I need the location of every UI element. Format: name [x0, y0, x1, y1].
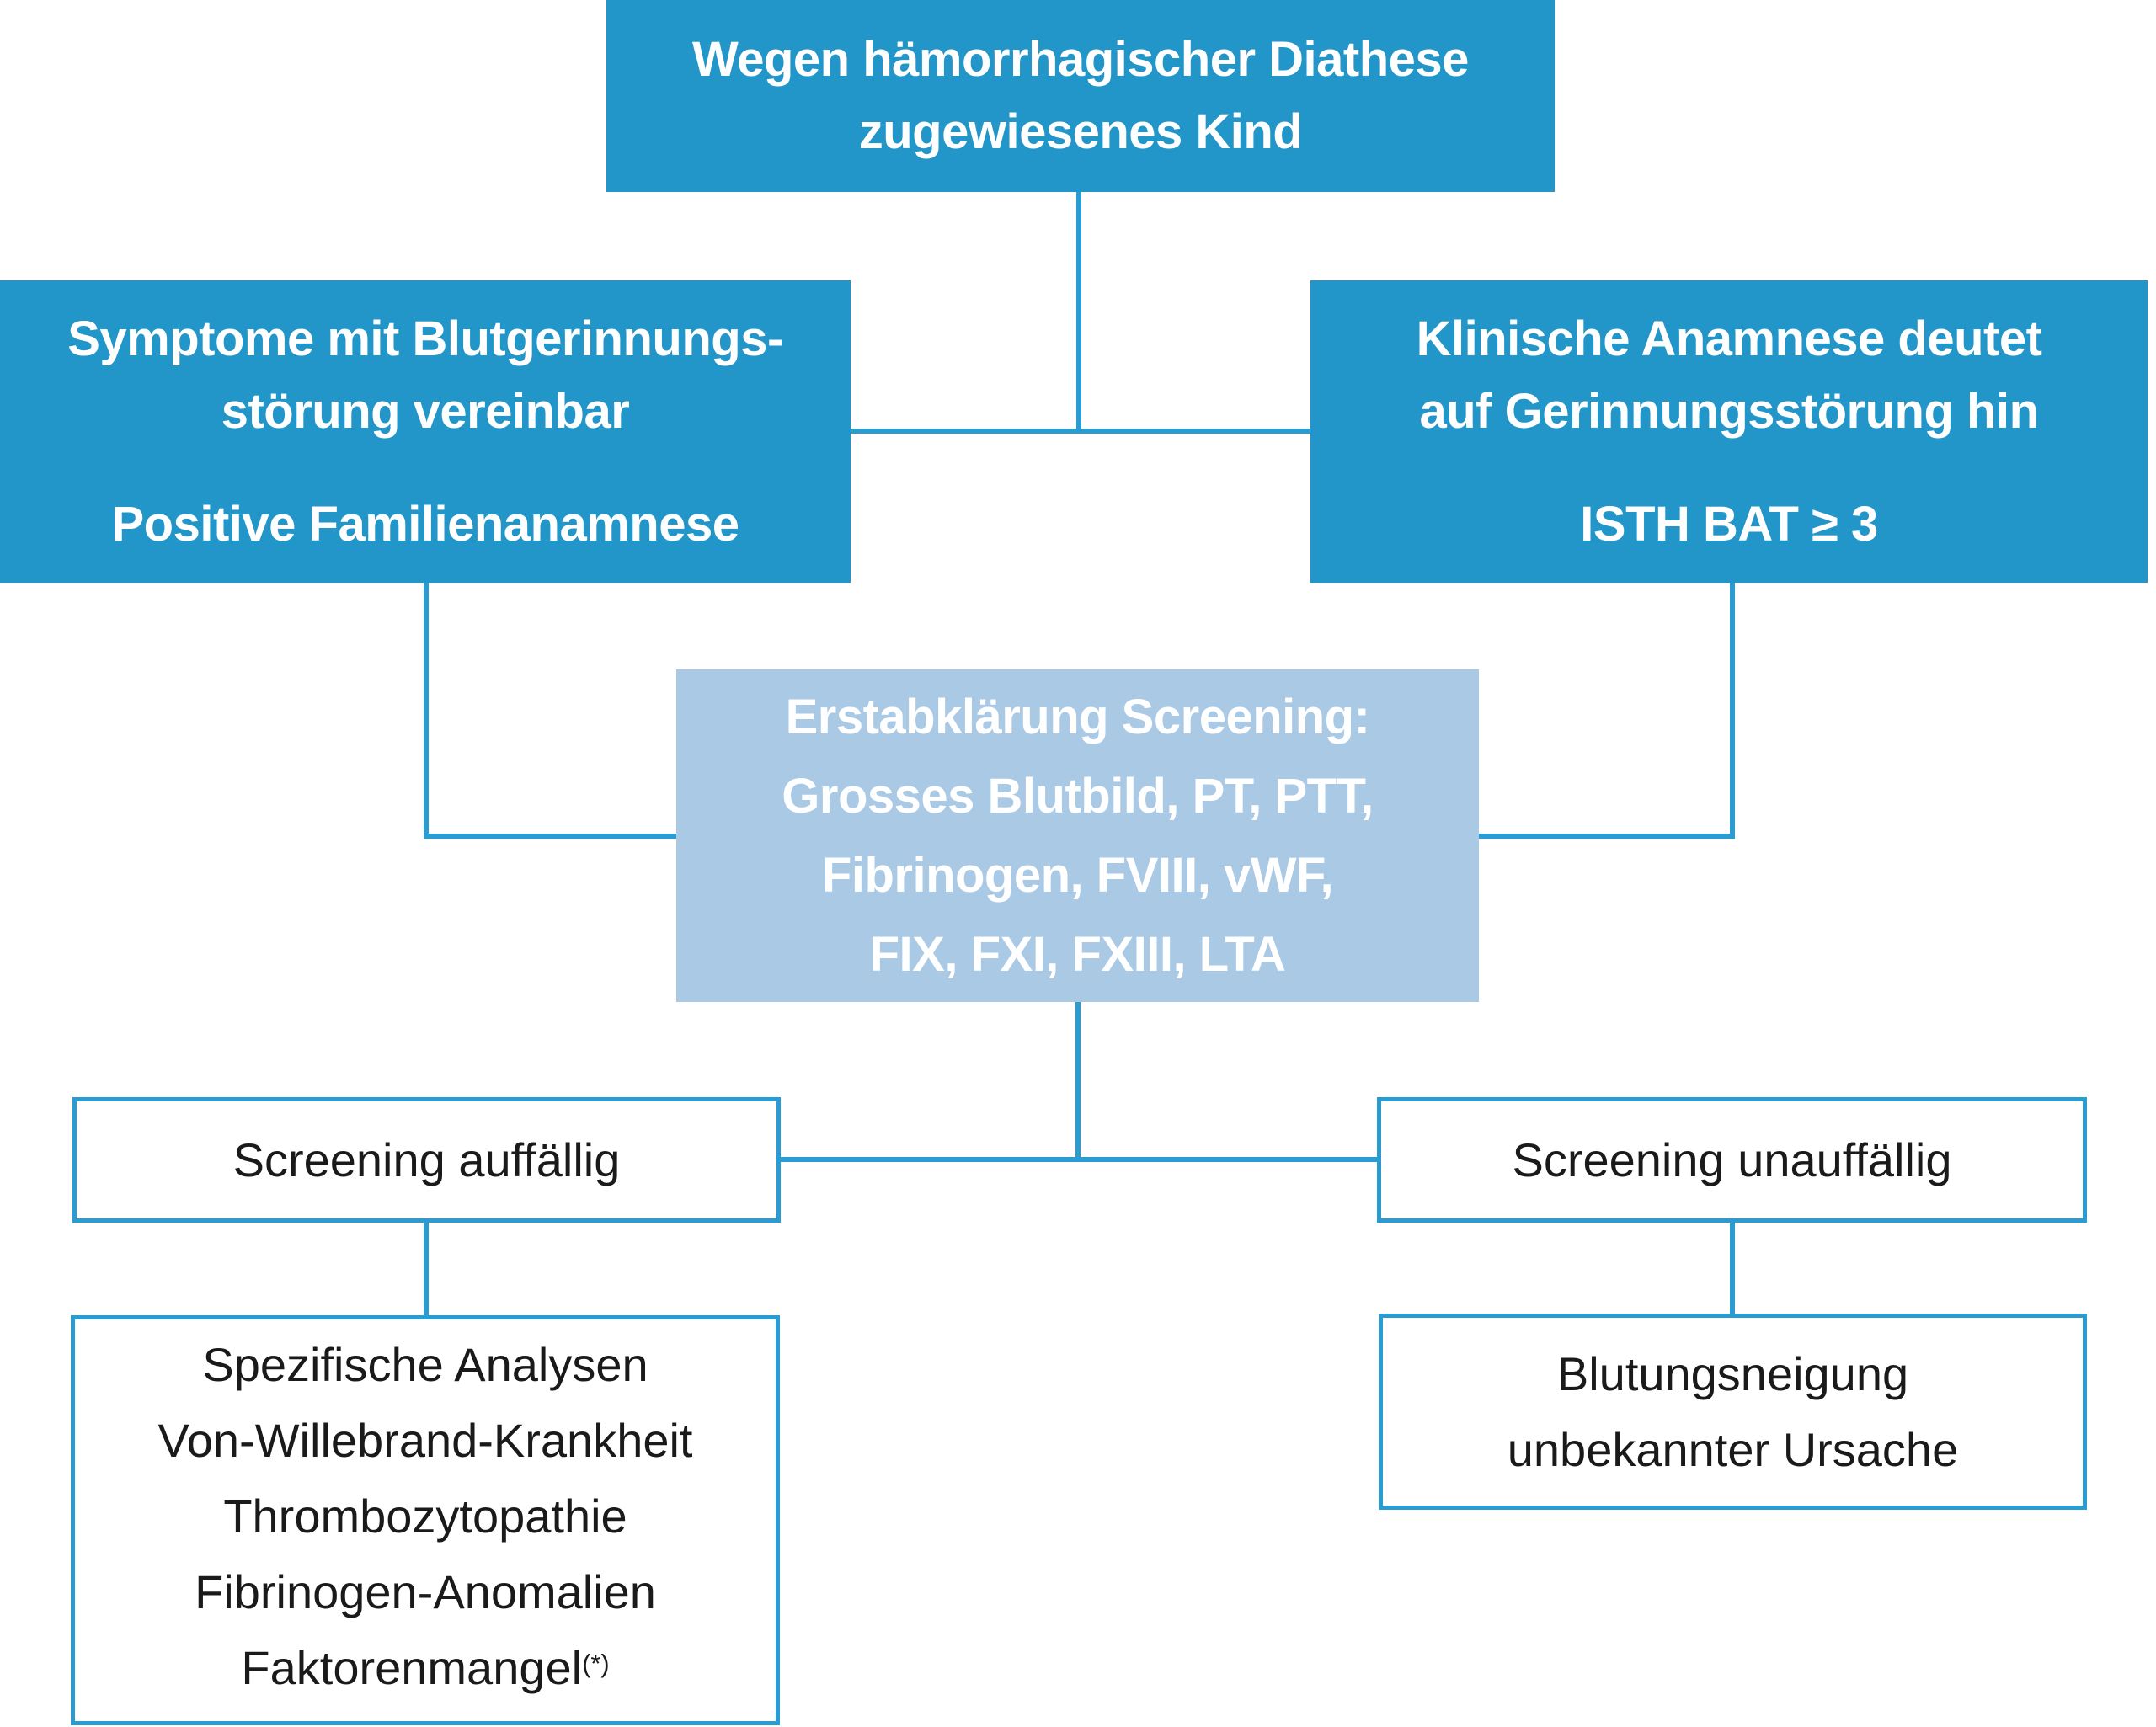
node-referred-child-line1: Wegen hämorrhagischer Diathese	[692, 32, 1469, 87]
node-screening-panel-line2: Grosses Blutbild, PT, PTT,	[782, 768, 1374, 824]
node-referred-child: Wegen hämorrhagischer Diathese zugewiese…	[606, 0, 1555, 192]
node-screening-abnormal-label: Screening auffällig	[232, 1133, 621, 1186]
node-specific-analyses-line2: Von-Willebrand-Krankheit	[157, 1414, 693, 1467]
node-clinical-history-line1: Klinische Anamnese deutet	[1416, 311, 2042, 366]
connector-abnormal-down	[424, 1222, 429, 1316]
node-referred-child-line2: zugewiesenes Kind	[858, 104, 1303, 159]
factor-deficiency-footnote-marker: (*)	[582, 1649, 610, 1679]
connector-history-down	[1730, 583, 1735, 838]
connector-symptoms-down	[424, 583, 429, 838]
node-unknown-cause-line1: Blutungsneigung	[1556, 1346, 1909, 1400]
node-specific-analyses-line5: Faktorenmangel(*)	[75, 1630, 776, 1714]
node-screening-panel-line3: Fibrinogen, FVIII, vWF,	[821, 847, 1334, 903]
connector-symptoms-to-screening	[424, 834, 676, 839]
node-screening-panel: Erstabklärung Screening: Grosses Blutbil…	[676, 669, 1479, 1002]
node-specific-analyses-line3: Thrombozytopathie	[223, 1490, 627, 1543]
node-screening-panel-line1: Erstabklärung Screening:	[785, 689, 1370, 744]
node-symptoms-line1: Symptome mit Blutgerinnungs-	[67, 311, 783, 366]
node-symptoms-line2: störung vereinbar	[221, 383, 630, 439]
node-screening-panel-line4: FIX, FXI, FXIII, LTA	[869, 926, 1286, 982]
node-screening-normal: Screening unauffällig	[1377, 1097, 2087, 1223]
node-unknown-cause-line2: unbekannter Ursache	[1507, 1422, 1959, 1476]
node-screening-normal-label: Screening unauffällig	[1512, 1133, 1952, 1186]
node-clinical-history: Klinische Anamnese deutet auf Gerinnungs…	[1310, 280, 2148, 583]
node-screening-abnormal: Screening auffällig	[72, 1097, 781, 1223]
node-specific-analyses: Spezifische Analysen Von-Willebrand-Kran…	[71, 1315, 780, 1725]
node-symptoms-family-history: Positive Familienanamnese	[111, 496, 739, 552]
factor-deficiency-text: Faktorenmangel	[241, 1641, 583, 1694]
connector-referral-down	[1076, 192, 1081, 433]
node-specific-analyses-line1: Spezifische Analysen	[202, 1338, 648, 1391]
node-clinical-history-line2: auf Gerinnungsstörung hin	[1419, 383, 2039, 439]
node-specific-analyses-line4: Fibrinogen-Anomalien	[195, 1565, 656, 1618]
connector-history-to-screening	[1479, 834, 1735, 839]
connector-screening-down	[1075, 1002, 1081, 1162]
node-symptoms: Symptome mit Blutgerinnungs- störung ver…	[0, 280, 851, 583]
connector-normal-down	[1730, 1222, 1735, 1314]
connector-results-horizontal	[780, 1157, 1380, 1162]
node-clinical-history-isth-bat: ISTH BAT ≥ 3	[1580, 496, 1878, 552]
node-unknown-cause-bleeding: Blutungsneigung unbekannter Ursache	[1379, 1314, 2087, 1510]
connector-symptoms-history-horizontal	[851, 429, 1310, 434]
